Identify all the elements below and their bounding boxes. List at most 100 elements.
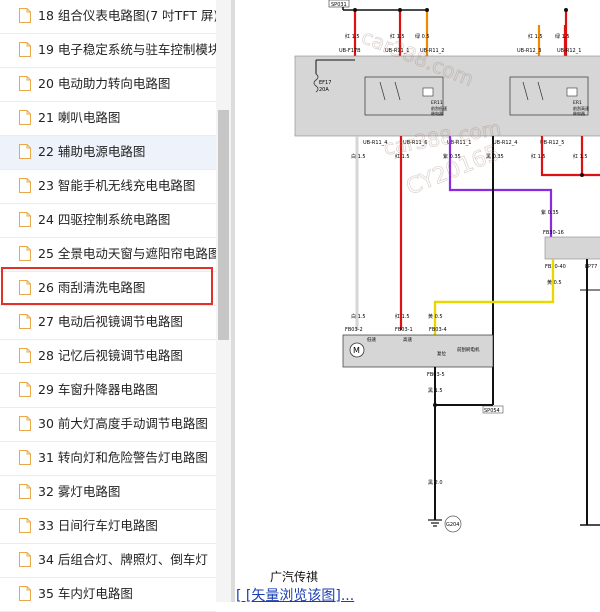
splice-label: SP031 xyxy=(331,2,347,8)
document-icon xyxy=(19,416,31,431)
purple-wire xyxy=(448,136,553,240)
sidebar-item-label: 30 前大灯高度手动调节电路图 xyxy=(38,416,208,431)
document-icon xyxy=(19,144,31,159)
svg-text:绿 0.5: 绿 0.5 xyxy=(415,33,430,40)
sidebar-item[interactable]: 31 转向灯和危险警告灯电路图 xyxy=(0,442,216,476)
svg-text:UB-F17B: UB-F17B xyxy=(339,48,361,54)
sidebar-item[interactable]: 34 后组合灯、牌照灯、倒车灯 xyxy=(0,544,216,578)
sidebar-item-label: 21 喇叭电路图 xyxy=(38,110,121,125)
sidebar-item-label: 33 日间行车灯电路图 xyxy=(38,518,158,533)
svg-text:G204: G204 xyxy=(446,522,459,528)
svg-text:红 1.5: 红 1.5 xyxy=(395,153,410,160)
motor-icon xyxy=(349,342,365,358)
document-icon xyxy=(19,450,31,465)
sidebar-item[interactable]: 29 车窗升降器电路图 xyxy=(0,374,216,408)
svg-text:EF17: EF17 xyxy=(319,80,331,86)
sidebar-item-label: 34 后组合灯、牌照灯、倒车灯 xyxy=(38,552,208,567)
sidebar-item[interactable]: 32 雾灯电路图 xyxy=(0,476,216,510)
sidebar-item[interactable]: 22 辅助电源电路图 xyxy=(0,136,216,170)
svg-text:低速: 低速 xyxy=(367,336,376,343)
sidebar-item-label: 25 全景电动天窗与遮阳帘电路图 xyxy=(38,246,216,261)
scrollbar-thumb[interactable] xyxy=(218,110,229,340)
document-icon xyxy=(19,484,31,499)
document-icon xyxy=(19,110,31,125)
sidebar-item[interactable]: 23 智能手机无线充电电路图 xyxy=(0,170,216,204)
svg-text:紫 0.35: 紫 0.35 xyxy=(541,210,559,216)
svg-text:UB-R11_1: UB-R11_1 xyxy=(385,48,409,54)
svg-text:前刮低速: 前刮低速 xyxy=(431,105,447,111)
sidebar-item-label: 18 组合仪表电路图(7 吋TFT 屏) xyxy=(38,8,216,23)
wiring-diagram-svg: SP031 红 1.5 红 1.5 绿 0.5 红 1.5 绿 1.5 UB-F… xyxy=(294,0,600,533)
motor-letter: M xyxy=(353,346,360,355)
sidebar-item[interactable]: 24 四驱控制系统电路图 xyxy=(0,204,216,238)
document-icon xyxy=(19,586,31,601)
sidebar-item[interactable]: 21 喇叭电路图 xyxy=(0,102,216,136)
sidebar-item-label: 20 电动助力转向电路图 xyxy=(38,76,171,91)
sidebar-item-label: 27 电动后视镜调节电路图 xyxy=(38,314,183,329)
svg-text:黄 0.5: 黄 0.5 xyxy=(547,279,562,286)
sidebar-item-label: 24 四驱控制系统电路图 xyxy=(38,212,171,227)
svg-text:ER11: ER11 xyxy=(431,100,443,106)
svg-text:UB-R11_6: UB-R11_6 xyxy=(403,140,427,146)
svg-text:FB03-2: FB03-2 xyxy=(345,327,363,333)
svg-text:前刮高速: 前刮高速 xyxy=(573,105,589,111)
sidebar-item[interactable]: 18 组合仪表电路图(7 吋TFT 屏) xyxy=(0,0,216,34)
svg-text:FB03-1: FB03-1 xyxy=(395,327,413,333)
fuse-symbol xyxy=(313,73,319,93)
pane-divider[interactable] xyxy=(231,0,235,602)
svg-text:黑 2.0: 黑 2.0 xyxy=(428,480,443,486)
document-icon xyxy=(19,314,31,329)
svg-text:FB03-4: FB03-4 xyxy=(429,327,447,333)
svg-text:复位: 复位 xyxy=(437,350,446,357)
svg-text:白 1.5: 白 1.5 xyxy=(351,153,366,160)
sidebar-item[interactable]: 26 雨刮清洗电路图 xyxy=(0,272,216,306)
wiper-motor xyxy=(342,334,494,368)
sidebar-item-label: 31 转向灯和危险警告灯电路图 xyxy=(38,450,208,465)
svg-text:红 1.5: 红 1.5 xyxy=(390,33,405,40)
svg-text:FB30-16: FB30-16 xyxy=(543,230,564,236)
svg-text:UB-R11_1: UB-R11_1 xyxy=(447,140,471,146)
sidebar-item[interactable]: 27 电动后视镜调节电路图 xyxy=(0,306,216,340)
document-icon xyxy=(19,178,31,193)
svg-text:紫 0.35: 紫 0.35 xyxy=(443,154,461,160)
sidebar-item[interactable]: 20 电动助力转向电路图 xyxy=(0,68,216,102)
document-icon xyxy=(19,212,31,227)
svg-text:UB-R12_5: UB-R12_5 xyxy=(540,140,564,146)
svg-text:ER1: ER1 xyxy=(573,100,582,106)
sidebar-item[interactable]: 30 前大灯高度手动调节电路图 xyxy=(0,408,216,442)
svg-text:UB-R12_4: UB-R12_4 xyxy=(493,140,517,146)
document-icon xyxy=(19,518,31,533)
sidebar: 18 组合仪表电路图(7 吋TFT 屏) 19 电子稳定系统与驻车控制模块 20 电… xyxy=(0,0,231,612)
sidebar-item-label: 29 车窗升降器电路图 xyxy=(38,382,158,397)
svg-text:黄 0.5: 黄 0.5 xyxy=(428,313,443,320)
svg-text:UB-R12_1: UB-R12_1 xyxy=(557,48,581,54)
document-icon xyxy=(19,280,31,295)
svg-text:黑 1.5: 黑 1.5 xyxy=(428,388,443,394)
svg-text:继电器: 继电器 xyxy=(573,110,585,116)
sidebar-item[interactable]: 25 全景电动天窗与遮阳帘电路图 xyxy=(0,238,216,272)
sidebar-scrollbar[interactable] xyxy=(216,0,231,602)
sidebar-item[interactable]: 33 日间行车灯电路图 xyxy=(0,510,216,544)
vector-view-link[interactable]: [ [矢量浏览该图]... xyxy=(236,588,355,604)
document-icon xyxy=(19,246,31,261)
svg-text:红 1.5: 红 1.5 xyxy=(531,153,546,160)
sidebar-item[interactable]: 35 车内灯电路图 xyxy=(0,578,216,612)
sidebar-item[interactable]: 28 记忆后视镜调节电路图 xyxy=(0,340,216,374)
svg-text:前刮刷电机: 前刮刷电机 xyxy=(457,346,480,353)
svg-text:FB30-40: FB30-40 xyxy=(545,264,566,270)
svg-text:红 1.5: 红 1.5 xyxy=(573,153,588,160)
svg-text:黑 0.35: 黑 0.35 xyxy=(486,154,504,160)
svg-text:继电器: 继电器 xyxy=(431,110,443,116)
sidebar-item[interactable]: 19 电子稳定系统与驻车控制模块 xyxy=(0,34,216,68)
document-icon xyxy=(19,76,31,91)
sidebar-item-label: 28 记忆后视镜调节电路图 xyxy=(38,348,183,363)
yellow-wire xyxy=(433,259,555,336)
document-icon xyxy=(19,8,31,23)
svg-text:绿 1.5: 绿 1.5 xyxy=(555,33,570,40)
svg-text:红 1.5: 红 1.5 xyxy=(528,33,543,40)
svg-text:高速: 高速 xyxy=(403,336,412,343)
sidebar-item-label: 35 车内灯电路图 xyxy=(38,586,133,601)
document-icon xyxy=(19,348,31,363)
document-icon xyxy=(19,382,31,397)
svg-text:SP054: SP054 xyxy=(484,408,500,414)
